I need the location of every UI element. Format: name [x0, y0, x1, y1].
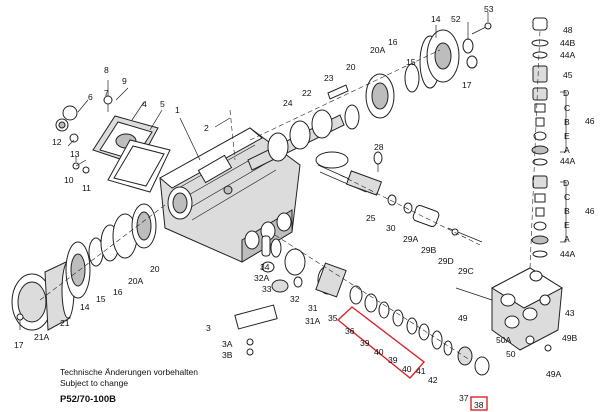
label-b-2: B — [564, 206, 570, 216]
label-b-1: B — [564, 117, 570, 127]
label-e-2: E — [564, 220, 570, 230]
label-2: 2 — [204, 123, 209, 133]
label-20-left: 20 — [150, 264, 160, 274]
assembly-lines — [39, 29, 541, 361]
seal-stack — [234, 235, 490, 376]
label-30: 30 — [386, 223, 396, 233]
label-29c: 29C — [458, 266, 474, 276]
note-de: Technische Änderungen vorbehalten — [60, 367, 198, 377]
label-49a: 49A — [546, 369, 562, 379]
label-1: 1 — [175, 105, 180, 115]
label-23: 23 — [324, 73, 334, 83]
label-44a-1: 44A — [560, 156, 576, 166]
part-labels: 1 2 3 3A 3B 4 5 6 7 8 9 10 11 12 13 14 1… — [14, 4, 595, 410]
label-a-2: A — [564, 234, 570, 244]
crankshaft-assembly — [247, 22, 492, 171]
label-31a: 31A — [305, 316, 321, 326]
label-41: 41 — [416, 366, 426, 376]
label-21a: 21A — [34, 332, 50, 342]
label-8: 8 — [104, 65, 109, 75]
crankcase-cover — [55, 95, 171, 193]
label-32: 32 — [290, 294, 300, 304]
label-29d: 29D — [438, 256, 454, 266]
label-50a: 50A — [496, 335, 512, 345]
label-49: 49 — [458, 313, 468, 323]
left-bearing-stack — [11, 203, 157, 331]
label-46-b: 46 — [585, 206, 595, 216]
label-44a-3: 44A — [560, 50, 576, 60]
label-14-left: 14 — [80, 302, 90, 312]
label-40-b: 40 — [402, 364, 412, 374]
label-17-top: 17 — [462, 80, 472, 90]
label-43: 43 — [565, 308, 575, 318]
leader-lines — [67, 12, 489, 162]
valve-column — [531, 17, 567, 258]
label-44a-2: 44A — [560, 249, 576, 259]
model-title: P52/70-100B — [60, 394, 116, 405]
label-15-left: 15 — [96, 294, 106, 304]
label-36: 36 — [345, 326, 355, 336]
label-20a-left: 20A — [128, 276, 144, 286]
highlight-frame — [336, 306, 426, 379]
label-45: 45 — [563, 70, 573, 80]
label-37: 37 — [459, 393, 469, 403]
label-49b: 49B — [562, 333, 578, 343]
label-5: 5 — [160, 99, 165, 109]
label-e-1: E — [564, 131, 570, 141]
label-11: 11 — [82, 183, 91, 193]
label-35: 35 — [328, 313, 338, 323]
label-3: 3 — [206, 323, 211, 333]
label-7: 7 — [104, 88, 109, 98]
note-en: Subject to change — [60, 378, 128, 388]
label-9: 9 — [122, 76, 127, 86]
label-44b: 44B — [560, 38, 576, 48]
label-24: 24 — [283, 98, 293, 108]
manifold — [455, 267, 564, 352]
label-10: 10 — [64, 175, 74, 185]
label-50: 50 — [506, 349, 516, 359]
label-52: 52 — [451, 14, 461, 24]
label-c-2: C — [564, 192, 570, 202]
label-53: 53 — [484, 4, 494, 14]
label-17-left: 17 — [14, 340, 24, 350]
label-13: 13 — [70, 149, 80, 159]
label-48: 48 — [563, 25, 573, 35]
label-15-top: 15 — [406, 57, 416, 67]
label-6: 6 — [88, 92, 93, 102]
label-20a-top: 20A — [370, 45, 386, 55]
label-40-a: 40 — [374, 347, 384, 357]
label-38: 38 — [474, 400, 484, 410]
label-21: 21 — [60, 318, 70, 328]
label-4: 4 — [142, 99, 147, 109]
label-22: 22 — [302, 88, 312, 98]
label-d-1: D — [563, 88, 569, 98]
label-31: 31 — [308, 303, 318, 313]
label-46-a: 46 — [585, 116, 595, 126]
highlight-box-38 — [470, 396, 488, 411]
label-34: 34 — [260, 262, 270, 272]
label-3b: 3B — [222, 350, 233, 360]
label-14-top: 14 — [431, 14, 441, 24]
label-39-a: 39 — [360, 338, 370, 348]
label-a-1: A — [564, 145, 570, 155]
label-c-1: C — [564, 103, 570, 113]
label-16-top: 16 — [388, 37, 398, 47]
label-39-b: 39 — [388, 355, 398, 365]
label-29a: 29A — [403, 234, 419, 244]
label-12: 12 — [52, 137, 62, 147]
label-25: 25 — [366, 213, 376, 223]
label-20-top: 20 — [346, 62, 356, 72]
label-16-left: 16 — [113, 287, 123, 297]
label-d-2: D — [563, 178, 569, 188]
connecting-rod — [315, 151, 483, 243]
label-29b: 29B — [421, 245, 437, 255]
label-42: 42 — [428, 375, 438, 385]
label-33: 33 — [262, 284, 272, 294]
label-3a: 3A — [222, 339, 233, 349]
label-32a: 32A — [254, 273, 270, 283]
label-28: 28 — [374, 142, 384, 152]
